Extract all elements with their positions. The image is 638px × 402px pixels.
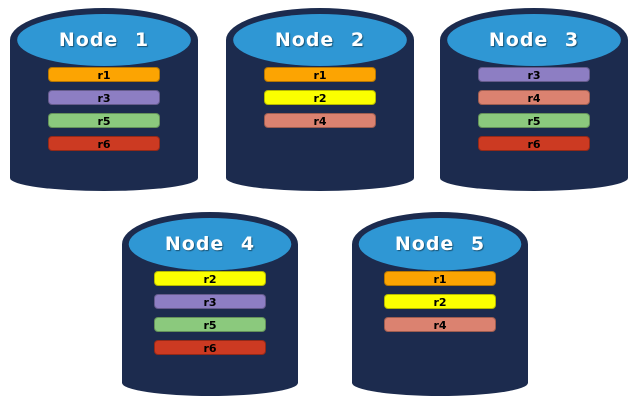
replica-bar: r3 <box>48 90 160 105</box>
replica-bar: r2 <box>154 271 266 286</box>
replica-bar: r3 <box>478 67 590 82</box>
replica-list: r1 r2 r4 <box>352 271 528 332</box>
replica-bar: r2 <box>264 90 376 105</box>
replica-list: r1 r2 r4 <box>226 67 414 128</box>
replica-bar: r3 <box>154 294 266 309</box>
replica-bar: r4 <box>478 90 590 105</box>
replica-bar: r6 <box>154 340 266 355</box>
database-node-3: Node 3 r3 r4 r5 r6 <box>440 8 628 192</box>
replica-bar: r1 <box>264 67 376 82</box>
replica-list: r3 r4 r5 r6 <box>440 67 628 151</box>
node-title: Node 1 <box>58 29 150 51</box>
database-node-4: Node 4 r2 r3 r5 r6 <box>122 212 298 397</box>
replica-bar: r5 <box>154 317 266 332</box>
replica-bar: r5 <box>48 113 160 128</box>
node-title: Node 5 <box>394 233 486 255</box>
replica-bar: r6 <box>478 136 590 151</box>
node-title: Node 3 <box>488 29 580 51</box>
replica-list: r1 r3 r5 r6 <box>10 67 198 151</box>
database-node-2: Node 2 r1 r2 r4 <box>226 8 414 192</box>
replica-list: r2 r3 r5 r6 <box>122 271 298 355</box>
node-title: Node 2 <box>274 29 366 51</box>
replica-bar: r5 <box>478 113 590 128</box>
node-title: Node 4 <box>164 233 256 255</box>
database-node-1: Node 1 r1 r3 r5 r6 <box>10 8 198 192</box>
replica-bar: r2 <box>384 294 496 309</box>
replica-bar: r6 <box>48 136 160 151</box>
replica-bar: r1 <box>384 271 496 286</box>
replica-bar: r4 <box>264 113 376 128</box>
replica-bar: r4 <box>384 317 496 332</box>
database-node-5: Node 5 r1 r2 r4 <box>352 212 528 397</box>
replica-bar: r1 <box>48 67 160 82</box>
